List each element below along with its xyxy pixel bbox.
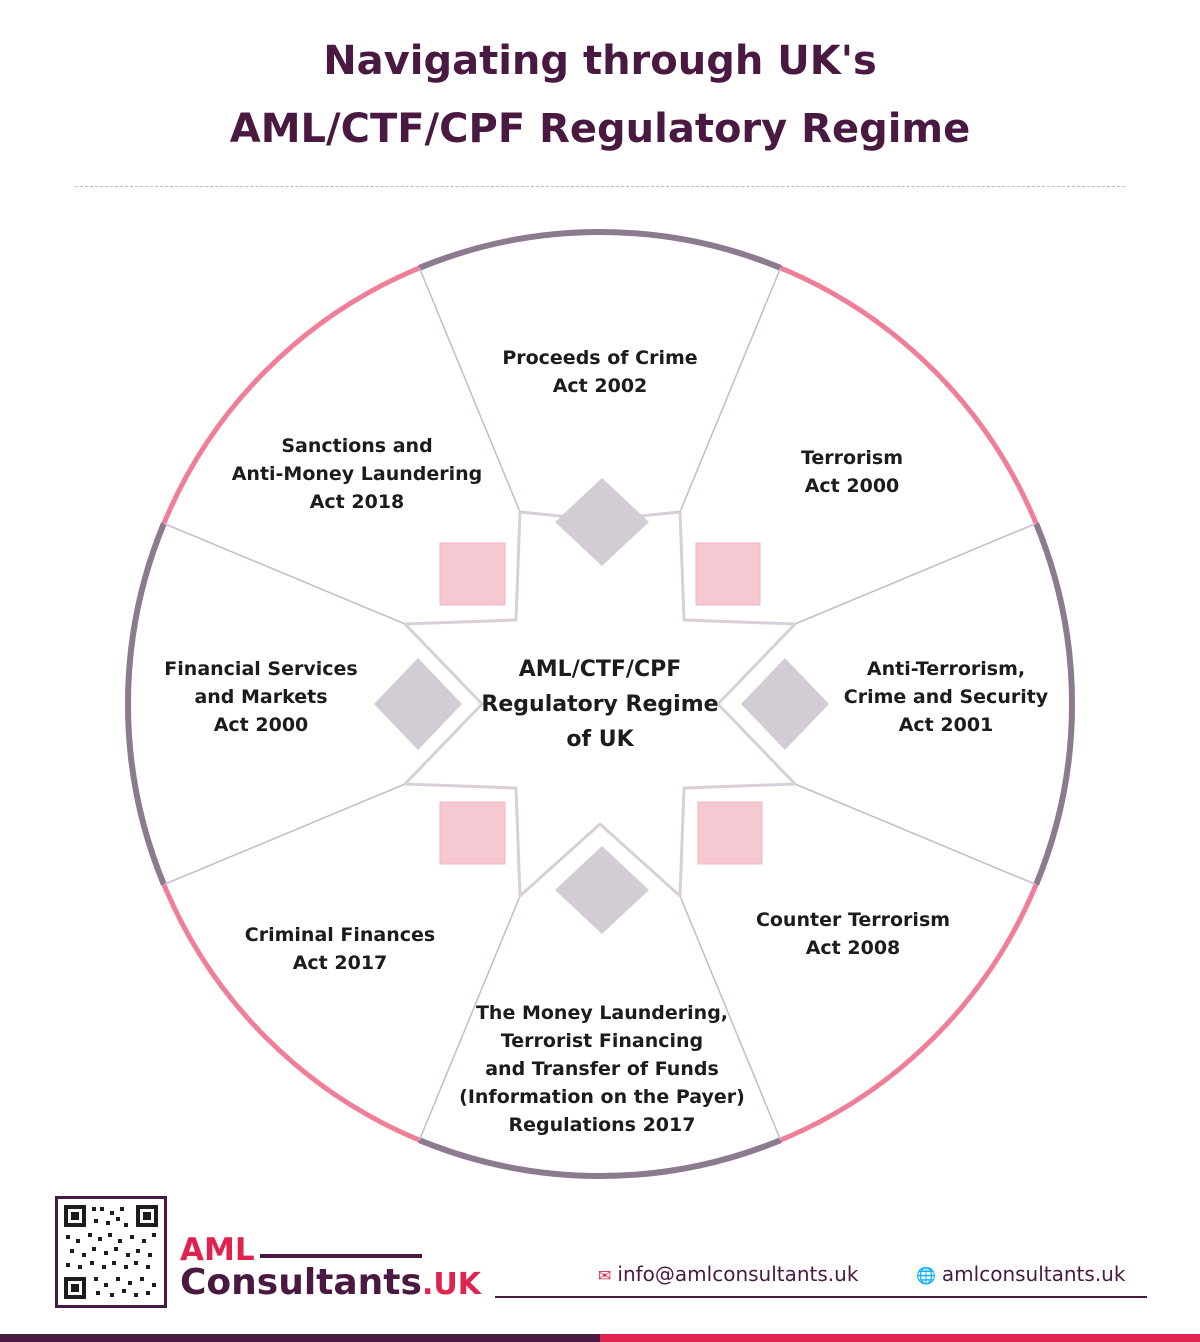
segment-label-terrorism-act: Terrorism Act 2000 — [800, 447, 904, 497]
title-divider — [75, 186, 1125, 187]
segment-label-sanctions-aml: Sanctions and Anti-Money Laundering Act … — [231, 435, 483, 513]
segment-label-financial-services: Financial Services and Markets Act 2000 — [164, 658, 358, 736]
page-title-line2: AML/CTF/CPF Regulatory Regime — [229, 106, 971, 152]
segment-label-money-laundering-regulations: The Money Laundering, Terrorist Financin… — [459, 1002, 745, 1136]
square-bottom-left — [439, 801, 506, 865]
diamond-markers — [374, 478, 829, 934]
contact-underline — [495, 1296, 1147, 1298]
segment-dividers — [163, 267, 1037, 1141]
bottom-bar-red — [600, 1334, 1200, 1342]
square-top-right — [695, 542, 761, 606]
website-link[interactable]: 🌐amlconsultants.uk — [916, 1262, 1126, 1286]
center-label: AML/CTF/CPF Regulatory Regime of UK — [481, 657, 719, 752]
square-top-left — [439, 542, 506, 606]
page-title-line1: Navigating through UK's — [323, 38, 877, 84]
diamond-right — [741, 658, 829, 750]
diamond-top — [555, 478, 649, 566]
qr-code-icon[interactable] — [55, 1196, 167, 1308]
outer-ring-purple-arcs — [125, 229, 1075, 1179]
segment-label-proceeds-of-crime: Proceeds of Crime Act 2002 — [502, 347, 698, 397]
diamond-left — [374, 658, 462, 750]
square-markers — [439, 542, 763, 865]
segment-label-counter-terrorism: Counter Terrorism Act 2008 — [755, 909, 951, 959]
bottom-bar-purple — [0, 1334, 600, 1342]
logo-underline — [260, 1254, 422, 1258]
globe-icon: 🌐 — [916, 1266, 936, 1285]
envelope-icon: ✉ — [598, 1266, 612, 1285]
diamond-bottom — [555, 846, 649, 934]
center-star-shape — [403, 510, 797, 898]
square-bottom-right — [697, 801, 763, 865]
email-link[interactable]: ✉info@amlconsultants.uk — [598, 1262, 859, 1286]
segment-label-anti-terrorism: Anti-Terrorism, Crime and Security Act 2… — [843, 658, 1049, 736]
logo-consultants: Consultants.UK — [180, 1262, 481, 1303]
logo-aml: AML — [180, 1232, 255, 1268]
segment-label-criminal-finances: Criminal Finances Act 2017 — [244, 924, 436, 974]
